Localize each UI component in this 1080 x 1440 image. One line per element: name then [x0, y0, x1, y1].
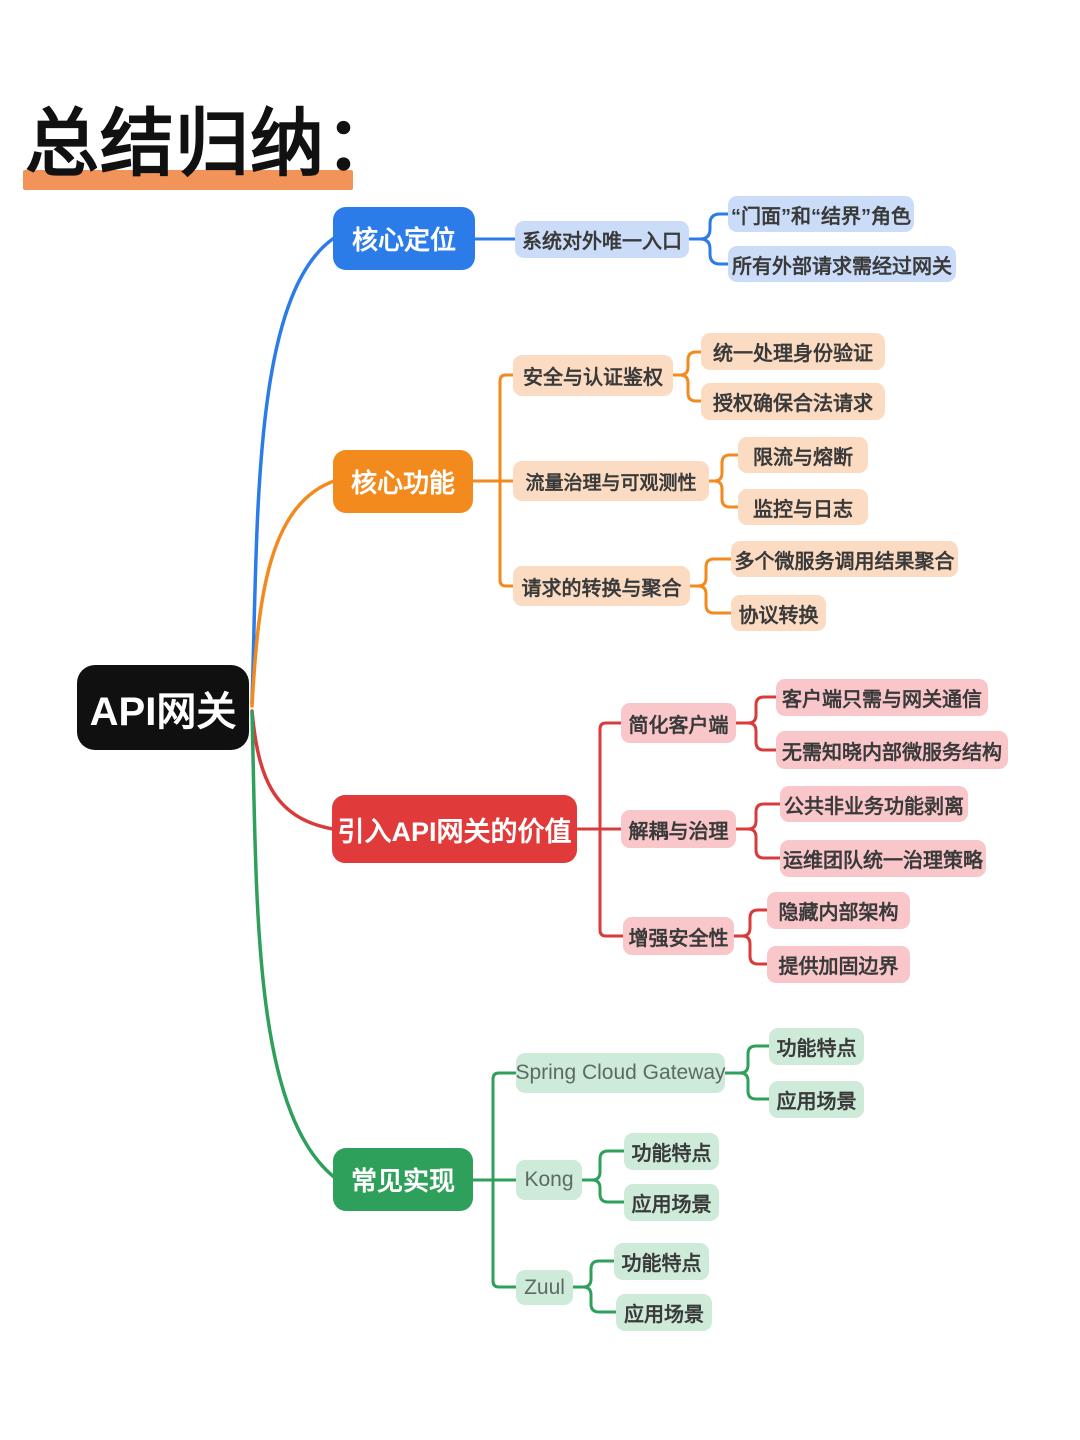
node-system-single-entry[interactable]: 系统对外唯一入口 [515, 221, 689, 258]
leaf-non-business-function-separation[interactable]: 公共非业务功能剥离 [780, 786, 968, 822]
node-request-transform-aggregate[interactable]: 请求的转换与聚合 [513, 566, 690, 606]
leaf-multi-service-result-aggregation[interactable]: 多个微服务调用结果聚合 [731, 541, 958, 577]
leaf-hardened-boundary[interactable]: 提供加固边界 [767, 946, 910, 983]
branch-core-functions[interactable]: 核心功能 [333, 450, 473, 513]
leaf-hide-internal-architecture[interactable]: 隐藏内部架构 [767, 892, 910, 929]
node-zuul[interactable]: Zuul [516, 1270, 573, 1305]
leaf-kong-scenarios[interactable]: 应用场景 [624, 1184, 719, 1221]
leaf-all-requests-through-gateway[interactable]: 所有外部请求需经过网关 [728, 246, 956, 282]
page-title: 总结归纳： [25, 102, 400, 185]
branch-gateway-value[interactable]: 引入API网关的价值 [332, 795, 577, 863]
node-enhanced-security[interactable]: 增强安全性 [623, 917, 734, 955]
node-simplify-client[interactable]: 简化客户端 [621, 703, 736, 743]
edges-gateway-value [250, 695, 783, 966]
leaf-kong-features[interactable]: 功能特点 [624, 1133, 719, 1170]
leaf-ops-unified-governance-policy[interactable]: 运维团队统一治理策略 [780, 840, 986, 877]
root-node-api-gateway[interactable]: API网关 [77, 665, 249, 750]
leaf-monitoring-logging[interactable]: 监控与日志 [738, 489, 868, 525]
leaf-client-only-talks-to-gateway[interactable]: 客户端只需与网关通信 [776, 679, 988, 716]
leaf-zuul-features[interactable]: 功能特点 [614, 1243, 709, 1280]
branch-core-positioning[interactable]: 核心定位 [333, 207, 475, 270]
branch-common-implementations[interactable]: 常见实现 [333, 1148, 473, 1211]
leaf-authorization-legal-requests[interactable]: 授权确保合法请求 [701, 383, 885, 420]
leaf-scg-features[interactable]: 功能特点 [769, 1028, 864, 1065]
edges-common-implementations [250, 710, 772, 1314]
node-decouple-governance[interactable]: 解耦与治理 [621, 810, 736, 848]
leaf-zuul-scenarios[interactable]: 应用场景 [616, 1294, 712, 1331]
leaf-protocol-conversion[interactable]: 协议转换 [731, 595, 826, 631]
title-underline [23, 170, 353, 190]
leaf-no-internal-microservice-knowledge[interactable]: 无需知晓内部微服务结构 [776, 731, 1008, 769]
edges-core-positioning [250, 212, 730, 705]
leaf-rate-limit-circuit-break[interactable]: 限流与熔断 [738, 437, 868, 473]
leaf-scg-scenarios[interactable]: 应用场景 [769, 1081, 864, 1118]
node-traffic-observability[interactable]: 流量治理与可观测性 [513, 461, 709, 501]
node-spring-cloud-gateway[interactable]: Spring Cloud Gateway [515, 1053, 726, 1093]
edges-core-functions [250, 350, 741, 708]
leaf-facade-boundary-role[interactable]: “门面”和“结界”角色 [728, 196, 914, 232]
node-security-auth[interactable]: 安全与认证鉴权 [513, 355, 673, 396]
leaf-unified-identity-verification[interactable]: 统一处理身份验证 [701, 333, 885, 370]
node-kong[interactable]: Kong [516, 1160, 582, 1200]
